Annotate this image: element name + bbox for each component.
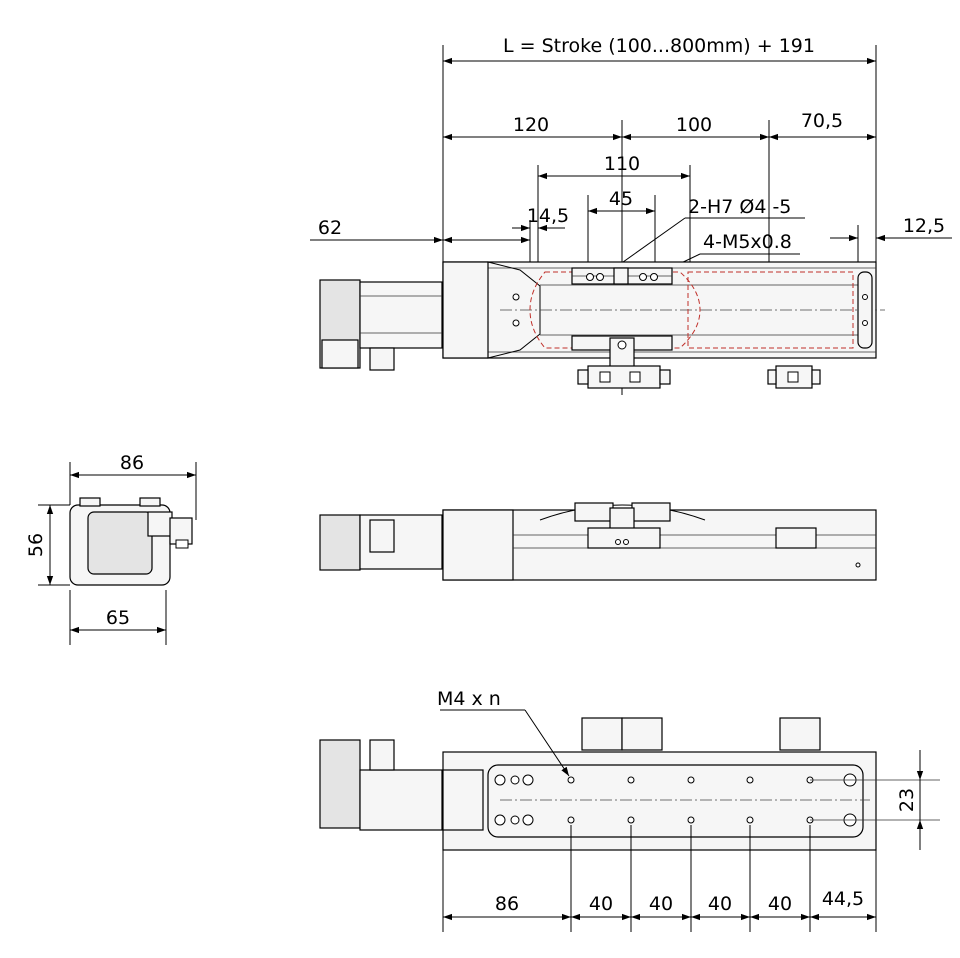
dim-62-label: 62 xyxy=(318,217,342,239)
dim-45-label: 45 xyxy=(609,188,633,210)
pitch-dim-40-label: 40 xyxy=(708,893,732,915)
pitch-dim-40-label: 40 xyxy=(589,893,613,915)
pitch-dim-40-label: 40 xyxy=(768,893,792,915)
dim-12-5-label: 12,5 xyxy=(903,215,945,237)
dim-23-label: 23 xyxy=(896,788,918,812)
dim-100-label: 100 xyxy=(676,114,712,136)
pitch-dim-40-label: 40 xyxy=(649,893,673,915)
overall-length-label: L = Stroke (100...800mm) + 191 xyxy=(503,35,815,57)
dim-120-label: 120 xyxy=(513,114,549,136)
stroke-zone-left xyxy=(529,271,701,349)
callout-thread-holes: 4-M5x0.8 xyxy=(703,231,792,253)
side-view xyxy=(319,502,877,581)
callout-m4-holes: M4 x n xyxy=(437,688,501,710)
end-view: 86 56 65 xyxy=(25,452,197,645)
pitch-dim-86-label: 86 xyxy=(495,893,519,915)
dim-110-label: 110 xyxy=(604,153,640,175)
stroke-zone-right xyxy=(687,271,854,349)
dim-14-5-label: 14,5 xyxy=(527,205,569,227)
dim-70-5-label: 70,5 xyxy=(801,110,843,132)
pitch-dim-44-5-label: 44,5 xyxy=(822,888,864,910)
end-width-top-label: 86 xyxy=(120,452,144,474)
end-height-label: 56 xyxy=(25,533,47,557)
bottom-view: M4 x n 23 86 40 40 40 40 44,5 xyxy=(319,688,940,932)
top-view: L = Stroke (100...800mm) + 191 120 100 7… xyxy=(310,35,952,395)
end-width-bottom-label: 65 xyxy=(106,607,130,629)
callout-dowel-holes: 2-H7 Ø4 -5 xyxy=(688,196,791,218)
